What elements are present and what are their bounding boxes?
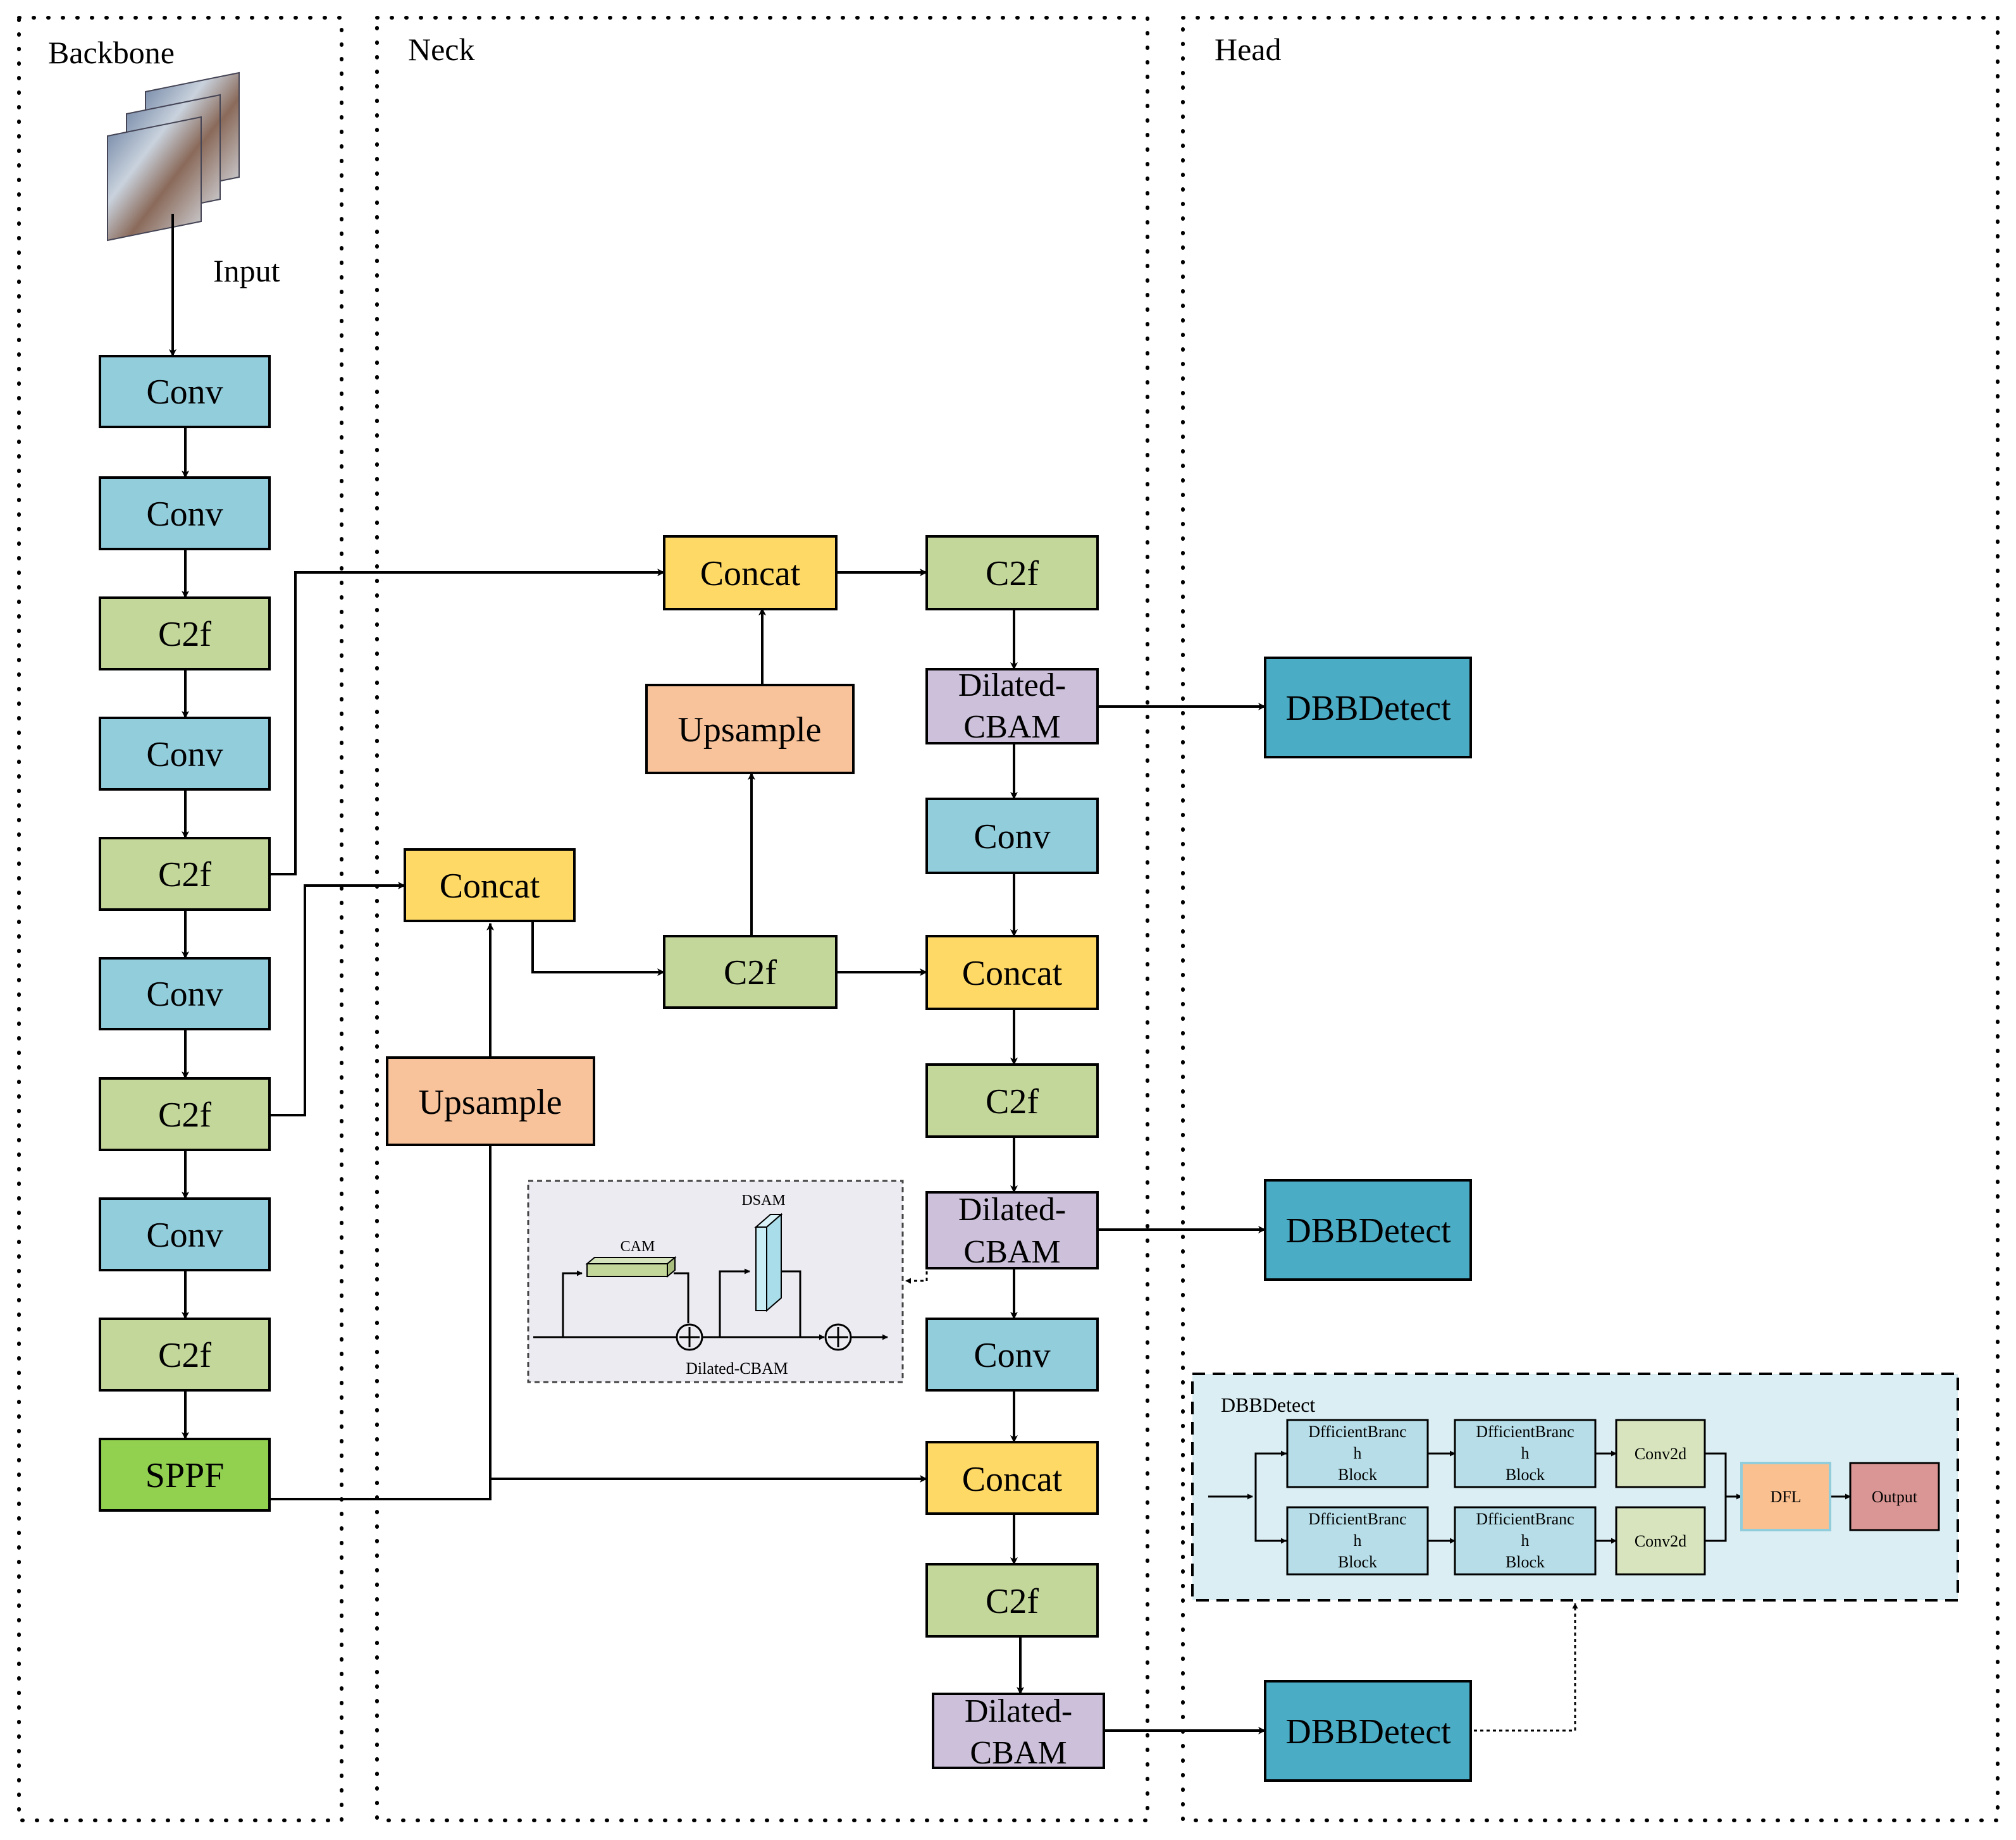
input-image-stack bbox=[107, 71, 240, 242]
backbone-conv-5: Conv bbox=[146, 1216, 223, 1255]
neck-upsample-top: Upsample bbox=[677, 710, 821, 750]
neck-dilated-2-line1: Dilated- bbox=[958, 1192, 1066, 1228]
neck-dilated-3-line2: CBAM bbox=[970, 1735, 1067, 1771]
neck-dilated-2-line2: CBAM bbox=[963, 1234, 1060, 1270]
neck-c2f-mid: C2f bbox=[724, 953, 777, 992]
cbam-dsam-label: DSAM bbox=[741, 1192, 785, 1209]
section-frames bbox=[17, 16, 2000, 1822]
neck-dilated-1-line2: CBAM bbox=[963, 709, 1060, 745]
dbb-block-3-line2: h bbox=[1354, 1531, 1362, 1550]
dbb-block-1-line1: DfficientBranc bbox=[1308, 1423, 1406, 1441]
backbone-c2f-3: C2f bbox=[158, 1096, 211, 1135]
neck-concat-r1: Concat bbox=[962, 954, 1063, 993]
head-detect-2: DBBDetect bbox=[1285, 1211, 1451, 1250]
dbb-block-1-line2: h bbox=[1354, 1444, 1362, 1462]
dbb-block-2-line3: Block bbox=[1506, 1466, 1545, 1484]
backbone-title: Backbone bbox=[48, 35, 175, 70]
dbb-conv2d-1: Conv2d bbox=[1635, 1445, 1686, 1463]
dbb-block-3-line1: DfficientBranc bbox=[1308, 1510, 1406, 1528]
neck-concat-r2: Concat bbox=[962, 1460, 1063, 1499]
backbone-conv-1: Conv bbox=[146, 373, 223, 412]
neck-title: Neck bbox=[408, 32, 475, 67]
backbone-conv-2: Conv bbox=[146, 495, 223, 534]
neck-conv-r2: Conv bbox=[974, 1336, 1050, 1375]
input-label: Input bbox=[213, 253, 280, 288]
cbam-inset: CAM DSAM Dilated-CBAM bbox=[527, 1180, 904, 1383]
dbb-conv2d-2: Conv2d bbox=[1635, 1532, 1686, 1550]
neck-upsample-mid: Upsample bbox=[418, 1083, 562, 1122]
backbone-labels: Conv Conv C2f Conv C2f Conv C2f Conv C2f… bbox=[145, 373, 225, 1495]
backbone-c2f-4: C2f bbox=[158, 1336, 211, 1375]
dbb-inset-title: DBBDetect bbox=[1221, 1393, 1315, 1416]
backbone-conv-3: Conv bbox=[146, 735, 223, 774]
neck-blocks bbox=[386, 535, 1105, 1769]
connectors bbox=[169, 214, 1266, 1734]
dbb-block-1-line3: Block bbox=[1338, 1466, 1377, 1484]
head-detect-3: DBBDetect bbox=[1285, 1712, 1451, 1751]
dbb-block-4-line3: Block bbox=[1506, 1553, 1545, 1571]
neck-concat-mid: Concat bbox=[440, 867, 540, 906]
head-labels: DBBDetect DBBDetect DBBDetect bbox=[1285, 689, 1451, 1751]
backbone-c2f-2: C2f bbox=[158, 855, 211, 894]
backbone-c2f-1: C2f bbox=[158, 615, 211, 654]
neck-conv-r1: Conv bbox=[974, 817, 1050, 856]
dbb-block-3-line3: Block bbox=[1338, 1553, 1377, 1571]
backbone-frame bbox=[17, 16, 343, 1822]
neck-c2f-r1: C2f bbox=[986, 554, 1039, 593]
cbam-caption: Dilated-CBAM bbox=[686, 1359, 788, 1378]
neck-dilated-1-line1: Dilated- bbox=[958, 667, 1066, 703]
neck-labels: Concat Upsample Concat C2f Upsample C2f … bbox=[418, 554, 1072, 1771]
dbb-block-2-line1: DfficientBranc bbox=[1476, 1423, 1574, 1441]
neck-c2f-r3: C2f bbox=[986, 1582, 1039, 1621]
backbone-conv-4: Conv bbox=[146, 975, 223, 1014]
backbone-sppf: SPPF bbox=[145, 1456, 225, 1495]
head-detect-blocks bbox=[1264, 657, 1472, 1782]
head-title: Head bbox=[1215, 32, 1282, 67]
dbb-inset: DBBDetect DfficientBranc h bbox=[1191, 1373, 1959, 1602]
cbam-cam-label: CAM bbox=[621, 1238, 655, 1255]
neck-dilated-3-line1: Dilated- bbox=[965, 1693, 1072, 1729]
neck-concat-top: Concat bbox=[700, 554, 801, 593]
dbb-block-2-line2: h bbox=[1521, 1444, 1530, 1462]
dbb-block-4-line2: h bbox=[1521, 1531, 1530, 1550]
dbb-output: Output bbox=[1872, 1488, 1918, 1506]
backbone-blocks bbox=[99, 355, 271, 1512]
head-frame bbox=[1181, 16, 2000, 1822]
dotted-links bbox=[905, 1265, 1578, 1732]
dbb-dfl: DFL bbox=[1770, 1488, 1801, 1506]
neck-c2f-r2: C2f bbox=[986, 1082, 1039, 1121]
neck-frame bbox=[375, 16, 1149, 1822]
head-detect-1: DBBDetect bbox=[1285, 689, 1451, 728]
dbb-block-4-line1: DfficientBranc bbox=[1476, 1510, 1574, 1528]
